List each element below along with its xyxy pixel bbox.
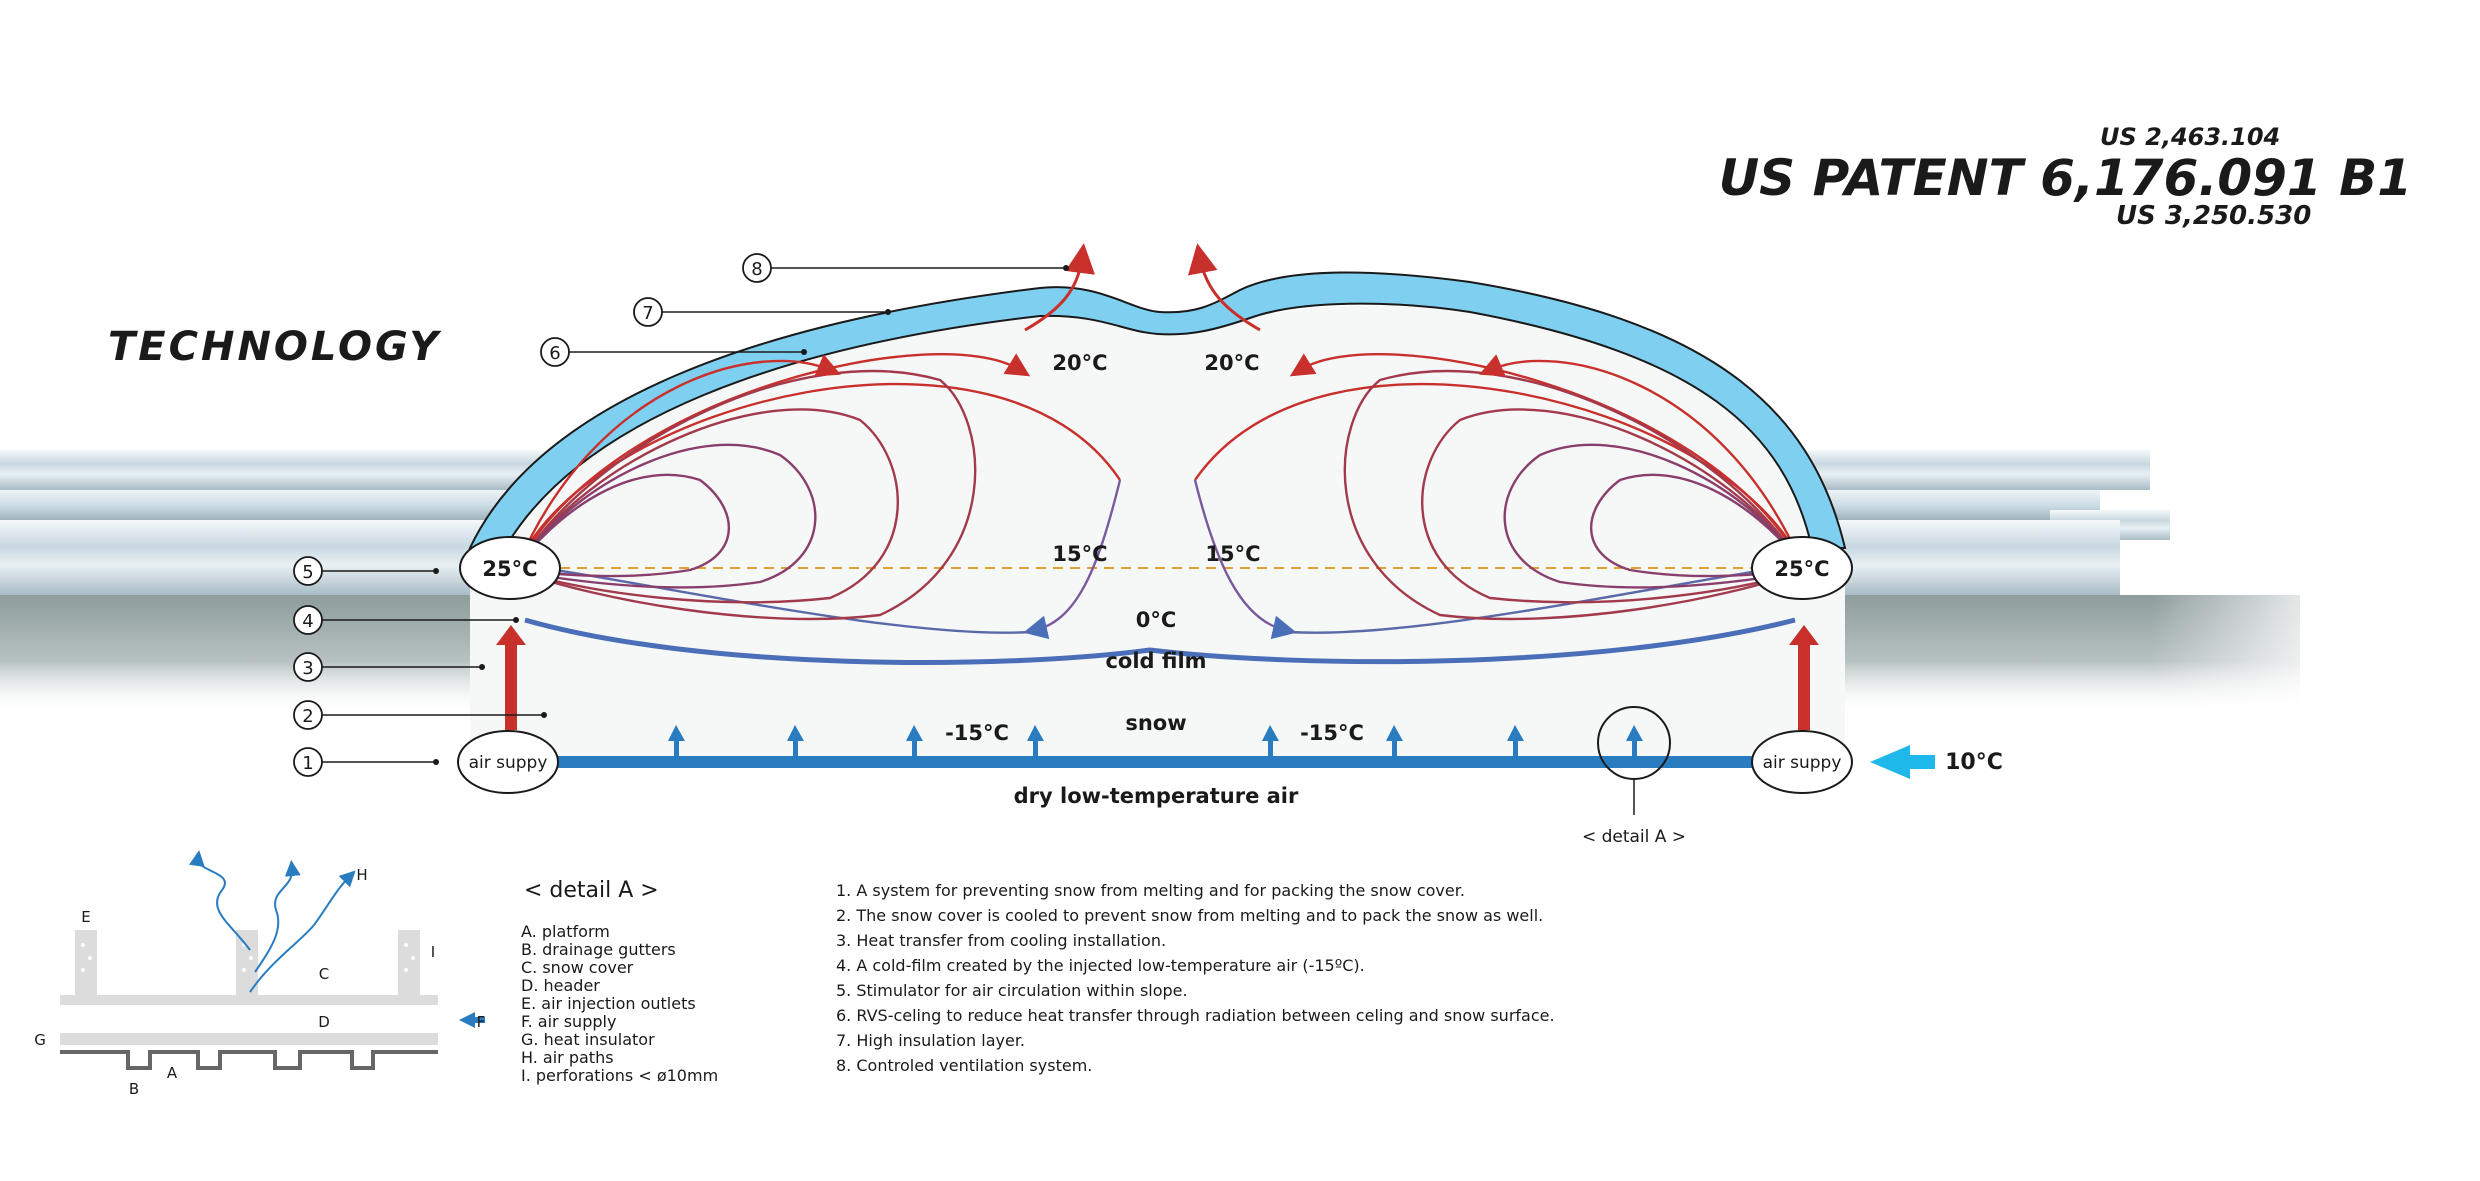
ventilation-arrows [1024,243,1261,332]
description-item: 5. Stimulator for air circulation within… [836,981,1188,1000]
temp-zero: 0°C [1136,608,1177,632]
detail-letter-g: G [34,1031,46,1049]
patent-main: US PATENT 6,176.091 B1 [1719,149,2412,207]
callout-2: 2 [302,706,313,727]
callout-5: 5 [302,562,313,583]
detail-legend-item: H. air paths [521,1048,614,1067]
temp-outlet-right: 25°C [1774,557,1829,581]
circulation-loops [518,353,1802,640]
page-title: TECHNOLOGY [108,324,442,370]
air-supply-right-label: air suppy [1763,753,1842,773]
detail-legend-item: C. snow cover [521,958,634,977]
description-item: 4. A cold-film created by the injected l… [836,956,1365,975]
detail-letter-d: D [318,1013,330,1031]
description-item: 3. Heat transfer from cooling installati… [836,931,1166,950]
detail-legend-item: G. heat insulator [521,1030,655,1049]
description-item: 1. A system for preventing snow from mel… [836,881,1465,900]
temp-top-right: 20°C [1204,351,1259,375]
snow-interior [470,305,1845,760]
air-supply-left-label: air suppy [469,753,548,773]
callout-7: 7 [642,303,653,324]
description-item: 8. Controled ventilation system. [836,1056,1092,1075]
temp-cold-left: -15°C [945,721,1009,745]
detail-letter-c: C [319,965,329,983]
callout-4: 4 [302,611,313,632]
label-cold-film: cold film [1105,649,1206,673]
label-snow: snow [1125,711,1186,735]
air-supply-left [457,730,559,794]
detail-legend-item: F. air supply [521,1012,616,1031]
detail-title: < detail A > [524,878,659,903]
detail-legend: A. platform B. drainage gutters C. snow … [521,922,718,1085]
detail-letter-a: A [167,1064,178,1082]
heat-risers [496,625,1819,730]
supply-pipe [555,756,1765,768]
patent-top: US 2,463.104 [2100,123,2280,151]
cold-film-line [524,617,1796,665]
temp-mid-right: 15°C [1205,542,1260,566]
description-item: 6. RVS-celing to reduce heat transfer th… [836,1006,1555,1025]
temp-cold-right: -15°C [1300,721,1364,745]
temp-mid-left: 15°C [1052,542,1107,566]
detail-legend-item: B. drainage gutters [521,940,676,959]
callout-8: 8 [751,259,762,280]
detail-legend-item: E. air injection outlets [521,994,696,1013]
detail-legend-item: D. header [521,976,600,995]
detail-a-drawing [60,850,485,1070]
callout-3: 3 [302,658,313,679]
detail-legend-item: A. platform [521,922,610,941]
description-item: 2. The snow cover is cooled to prevent s… [836,906,1543,925]
callout-1: 1 [302,753,313,774]
temp-outlet-left: 25°C [482,557,537,581]
callout-6: 6 [549,343,560,364]
description-item: 7. High insulation layer. [836,1031,1025,1050]
detail-letter-b: B [129,1080,139,1098]
detail-letter-i: I [431,943,435,961]
inlet-arrow [1870,745,1935,779]
label-detail-marker: < detail A > [1582,827,1686,847]
temp-inlet: 10°C [1945,750,2003,775]
detail-letter-f: F [477,1013,486,1031]
patent-bottom: US 3,250.530 [2116,201,2311,231]
outlet-25c-left [459,536,561,600]
callouts [322,267,1066,763]
detail-letter-h: H [356,866,367,884]
injection-arrows [668,725,1643,758]
description-list: 1. A system for preventing snow from mel… [836,881,1555,1075]
outlet-25c-right [1751,536,1853,600]
air-supply-right [1751,730,1853,794]
label-dry-air: dry low-temperature air [1014,784,1299,808]
detail-letter-e: E [81,908,90,926]
temp-top-left: 20°C [1052,351,1107,375]
detail-legend-item: I. perforations < ø10mm [521,1066,718,1085]
